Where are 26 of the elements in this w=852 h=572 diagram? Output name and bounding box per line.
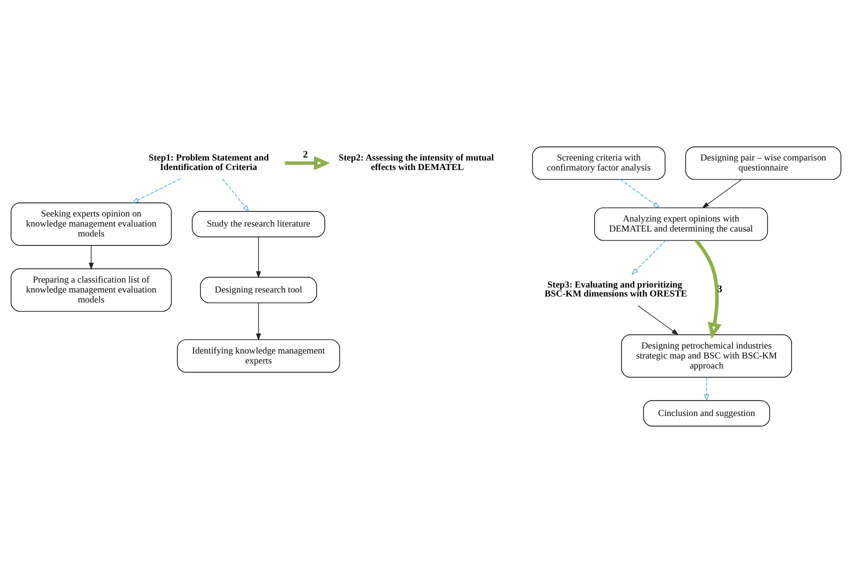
arrow (222, 178, 250, 212)
node-box: Designing petrochemical industries strategic map and BSC with BSC-KM approach (621, 334, 792, 378)
arrow (132, 178, 181, 203)
node-box: Analyzing expert opinions with DEMATEL and determining the causal (594, 206, 768, 240)
arrow (704, 376, 710, 402)
node-text: Step2: Assessing the intensity of mutual effects with DEMATEL (338, 152, 494, 172)
arrow (620, 178, 660, 208)
arrow (631, 240, 666, 275)
arrow (256, 236, 261, 278)
arrow (638, 304, 679, 335)
node-box: Designing research tool (200, 276, 317, 303)
node-box: Designing pair – wise comparison questionnaire (685, 146, 842, 180)
node-box: Screening criteria with confirmatory factor analysis (532, 146, 666, 180)
node-box: Seeking experts opinion on knowledge management evaluation models (10, 202, 172, 246)
node-text: Step1: Problem Statement and Identification of Criteria (148, 152, 269, 172)
arrow (694, 238, 722, 338)
arrow (88, 244, 94, 270)
node-text: Step3: Evaluating and prioritizing BSC-KM dimensions with ORESTE (544, 278, 688, 298)
node-box: Identifying knowledge management experts (176, 338, 340, 372)
node-box: Cinclusion and suggestion (643, 400, 770, 426)
edge-label: 2 (302, 149, 308, 160)
arrow (284, 156, 330, 170)
arrow (256, 302, 261, 340)
node-box: Study the research literature (192, 210, 326, 237)
node-box: Preparing a classification list of knowledge management evaluation models (10, 268, 172, 312)
arrow (702, 178, 742, 208)
